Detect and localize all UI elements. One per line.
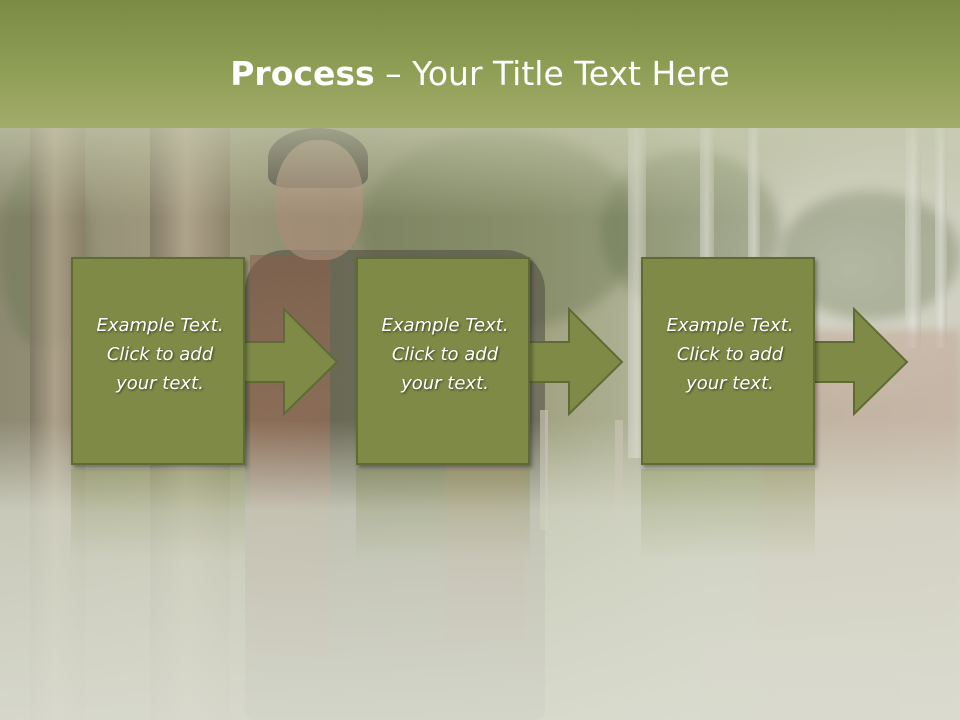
step-box[interactable]: Example Text. Click to add your text. — [641, 257, 815, 465]
step-reflection — [71, 469, 245, 559]
title-bar: Process – Your Title Text Here — [0, 0, 960, 128]
step-reflection — [356, 469, 530, 559]
arrow-right-icon — [240, 306, 339, 417]
step-text[interactable]: Example Text. Click to add your text. — [96, 315, 224, 394]
step-text[interactable]: Example Text. Click to add your text. — [381, 315, 509, 394]
step-box[interactable]: Example Text. Click to add your text. — [356, 257, 530, 465]
step-text[interactable]: Example Text. Click to add your text. — [666, 315, 794, 394]
process-step-3[interactable]: Example Text. Click to add your text. — [641, 257, 941, 467]
step-box[interactable]: Example Text. Click to add your text. — [71, 257, 245, 465]
title-bold: Process — [230, 54, 375, 93]
slide-title[interactable]: Process – Your Title Text Here — [0, 54, 960, 94]
step-reflection — [641, 469, 815, 559]
process-step-2[interactable]: Example Text. Click to add your text. — [356, 257, 656, 467]
title-rest: – Your Title Text Here — [374, 54, 730, 93]
arrow-right-icon — [810, 306, 909, 417]
arrow-right-icon — [525, 306, 624, 417]
process-step-1[interactable]: Example Text. Click to add your text. — [71, 257, 371, 467]
